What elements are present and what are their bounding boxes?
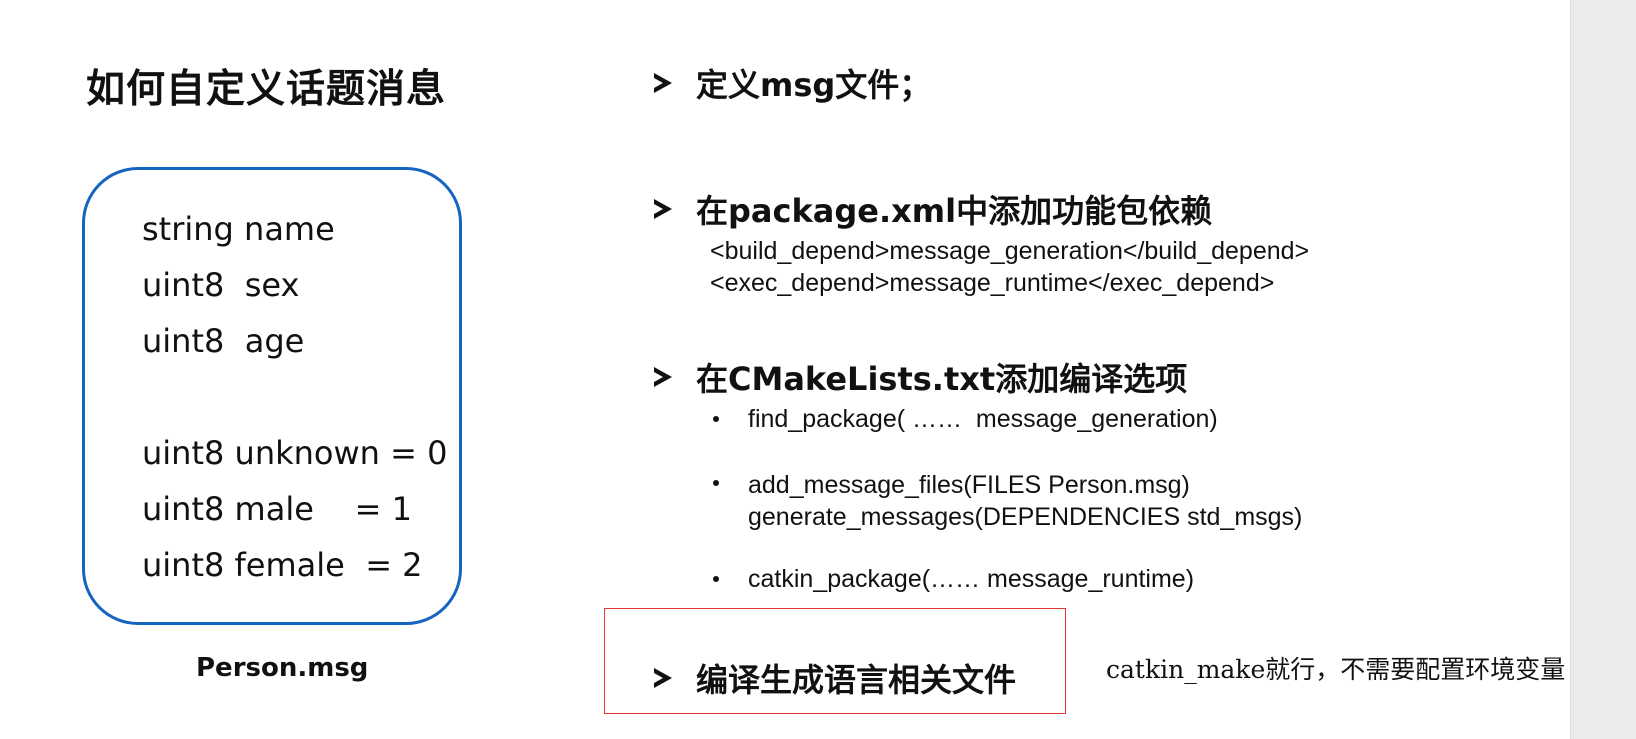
section-heading: 定义msg文件； [696, 66, 932, 104]
msg-line: uint8 unknown = 0 [142, 434, 448, 472]
cmake-bullet: find_package( …… message_generation) [748, 405, 1218, 433]
section-heading: 在package.xml中添加功能包依赖 [696, 192, 1213, 230]
code-line: <build_depend>message_generation</build_… [710, 237, 1310, 265]
annotation-note: catkin_make就行，不需要配置环境变量 [1106, 655, 1566, 684]
cmake-bullet: add_message_files(FILES Person.msg) gene… [748, 471, 1303, 531]
section-heading: 编译生成语言相关文件 [696, 661, 1017, 699]
slide-title: 如何自定义话题消息 [86, 67, 447, 112]
arrow-bullet-icon [654, 668, 672, 688]
section-heading: 在CMakeLists.txt添加编译选项 [696, 360, 1188, 398]
msg-line: uint8 age [142, 322, 305, 360]
cmake-bullet: catkin_package(…… message_runtime) [748, 565, 1195, 593]
msg-line: uint8 male = 1 [142, 490, 412, 528]
section-build-language-files: 编译生成语言相关文件 [654, 655, 1016, 701]
code-line: <exec_depend>message_runtime</exec_depen… [710, 269, 1275, 297]
arrow-bullet-icon [654, 73, 672, 93]
arrow-bullet-icon [654, 367, 672, 387]
bullet-dot-icon [713, 576, 719, 582]
msg-file-caption: Person.msg [196, 653, 369, 683]
msg-line: string name [142, 210, 335, 248]
arrow-bullet-icon [654, 199, 672, 219]
side-panel-strip [1570, 0, 1636, 739]
section-define-msg: 定义msg文件； [654, 60, 931, 106]
msg-definition-box [82, 167, 462, 625]
msg-line: uint8 female = 2 [142, 546, 423, 584]
section-cmakelists: 在CMakeLists.txt添加编译选项 [654, 354, 1187, 400]
section-package-xml: 在package.xml中添加功能包依赖 [654, 186, 1212, 232]
msg-line: uint8 sex [142, 266, 300, 304]
bullet-dot-icon [713, 416, 719, 422]
bullet-dot-icon [713, 480, 719, 486]
highlight-box [604, 608, 1066, 714]
